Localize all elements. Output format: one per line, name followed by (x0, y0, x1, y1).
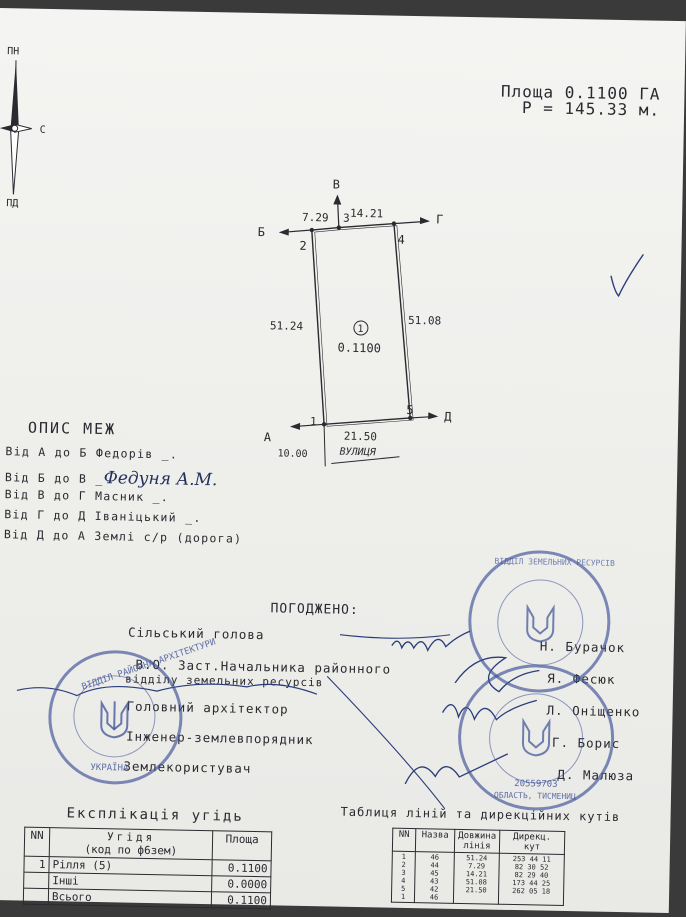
lines-cell-length: 51.24 7.29 14.21 51.08 21.50 (453, 852, 500, 905)
explication-cell-area: 0.1100 (211, 891, 271, 909)
parcel-area-label: 0.1100 (337, 341, 381, 356)
lines-header-angle-sub: кут (523, 842, 541, 853)
right-stamp-bottom-text: ОБЛАСТЬ, ТИСМЕНИЦ (493, 790, 576, 802)
side-length-top-left: 7.29 (302, 211, 329, 225)
signatures-layer (16, 630, 540, 810)
street-label: ВУЛИЦЯ (339, 447, 376, 459)
boundary-row-5: Від Д до А Землі с/р (дорога) (3, 527, 243, 546)
side-length-bottom: 21.50 (344, 430, 377, 444)
parcel-number: 1 (357, 324, 363, 335)
checkmark-icon (610, 253, 644, 298)
lines-angles-table: NN Назва Довжина лінія Дирекц. кут 1 2 3… (391, 828, 565, 906)
explication-table: NN Угідя (код по ф6зем) Площа 1 Рілля (5… (23, 827, 272, 910)
perimeter-line: Р = 145.33 м. (521, 98, 661, 120)
district-stamp: 20559703 ОБЛАСТЬ, ТИСМЕНИЦ (456, 662, 616, 812)
point-number-1: 1 (310, 415, 317, 428)
explication-cell-nn (23, 888, 49, 905)
compass-east-label: С (40, 125, 46, 136)
right-stamp-top-text: ВІДДІЛ ЗЕМЕЛЬНИХ РЕСУРСІВ (494, 556, 615, 568)
lines-header-length-sub: лінія (463, 841, 491, 852)
explication-header-nn: NN (24, 827, 50, 857)
point-letter-g: Г (436, 212, 444, 226)
lines-cell-angle: 253 44 11 82 30 52 82 29 40 173 44 25 26… (498, 853, 565, 906)
compass-rose-icon (0, 60, 32, 195)
right-stamp-code: 20559703 (514, 779, 558, 790)
point-letter-b: Б (258, 225, 266, 239)
boundaries-title: ОПИС МЕЖ (27, 418, 117, 439)
lines-header-length: Довжина лінія (454, 829, 500, 854)
point-number-4: 4 (397, 233, 405, 247)
point-number-2: 2 (299, 239, 307, 253)
explication-cell-nn (23, 872, 49, 889)
point-letter-a: А (264, 430, 272, 444)
side-length-left: 51.24 (270, 319, 304, 333)
boundary-row-2-handwritten: Федуня А.М. (103, 468, 218, 491)
compass-north-label: ПН (7, 46, 19, 57)
area-perimeter-block: Площа 0.1100 ГА Р = 145.33 м. (501, 82, 661, 120)
trident-icon (100, 699, 129, 739)
table-row: 1 2 3 4 5 1 46 44 45 43 42 46 51.24 7.29… (391, 851, 565, 906)
table-row: Всього 0.1100 (23, 888, 271, 909)
point-number-5: 5 (406, 403, 414, 417)
point-number-3: 3 (343, 212, 350, 225)
lines-ang-5: 262 05 18 (512, 886, 551, 896)
signature-4 (404, 753, 509, 785)
survey-plan: ПН ПД С В Б Г А Д 1 2 3 (0, 46, 452, 467)
explication-header-land-sub: (код по ф6зем) (84, 842, 178, 858)
explication-cell-nn: 1 (23, 856, 50, 873)
lines-name-6: 46 (429, 893, 439, 902)
architecture-stamp: ВІДДІЛ РАЙОННА АРХІТЕКТУРИ УКРАЇНА (47, 637, 217, 786)
boundary-row-4: Від Г до Д Іваніцький _. (4, 507, 202, 525)
lines-cell-name: 46 44 45 43 42 46 (414, 851, 455, 904)
explication-header-land: Угідя (код по ф6зем) (49, 827, 213, 860)
point-letter-v: В (333, 177, 341, 191)
lines-len-5: 21.50 (465, 886, 487, 895)
lines-header-name: Назва (415, 828, 455, 853)
left-stamp-bottom-text: УКРАЇНА (90, 762, 129, 774)
street-offset-length: 10.00 (277, 448, 307, 460)
signature-3 (441, 699, 537, 721)
trident-icon-2 (526, 603, 555, 643)
survey-sheet: ПН ПД С В Б Г А Д 1 2 3 (0, 8, 686, 914)
signature-1 (391, 630, 471, 652)
lines-cell-nn: 1 2 3 4 5 1 (391, 851, 416, 903)
trident-icon-3 (521, 717, 551, 757)
signature-architect (16, 683, 318, 697)
lines-header-angle: Дирекц. кут (499, 830, 565, 855)
signature-2 (454, 656, 540, 693)
land-resources-stamp: ВІДДІЛ ЗЕМЕЛЬНИХ РЕСУРСІВ (466, 549, 615, 694)
point-letter-d: Д (444, 410, 452, 424)
explication-header-area: Площа (212, 830, 272, 861)
explication-cell-area: 0.0000 (211, 875, 271, 893)
parcel-outline (311, 222, 411, 426)
explication-cell-name: Всього (48, 888, 212, 908)
signature-stroke-long (326, 634, 451, 810)
side-length-right: 51.08 (408, 314, 441, 328)
compass-south-label: ПД (6, 198, 18, 209)
side-length-top-right: 14.21 (350, 207, 383, 221)
explication-cell-area: 0.1100 (211, 859, 272, 877)
boundary-row-2: Від Б до В _Федуня А.М. (5, 466, 218, 490)
boundary-row-2-text: Від Б до В _ (4, 470, 104, 487)
lines-header-nn: NN (392, 828, 416, 852)
explication-title: Експлікація угідь (66, 805, 244, 825)
